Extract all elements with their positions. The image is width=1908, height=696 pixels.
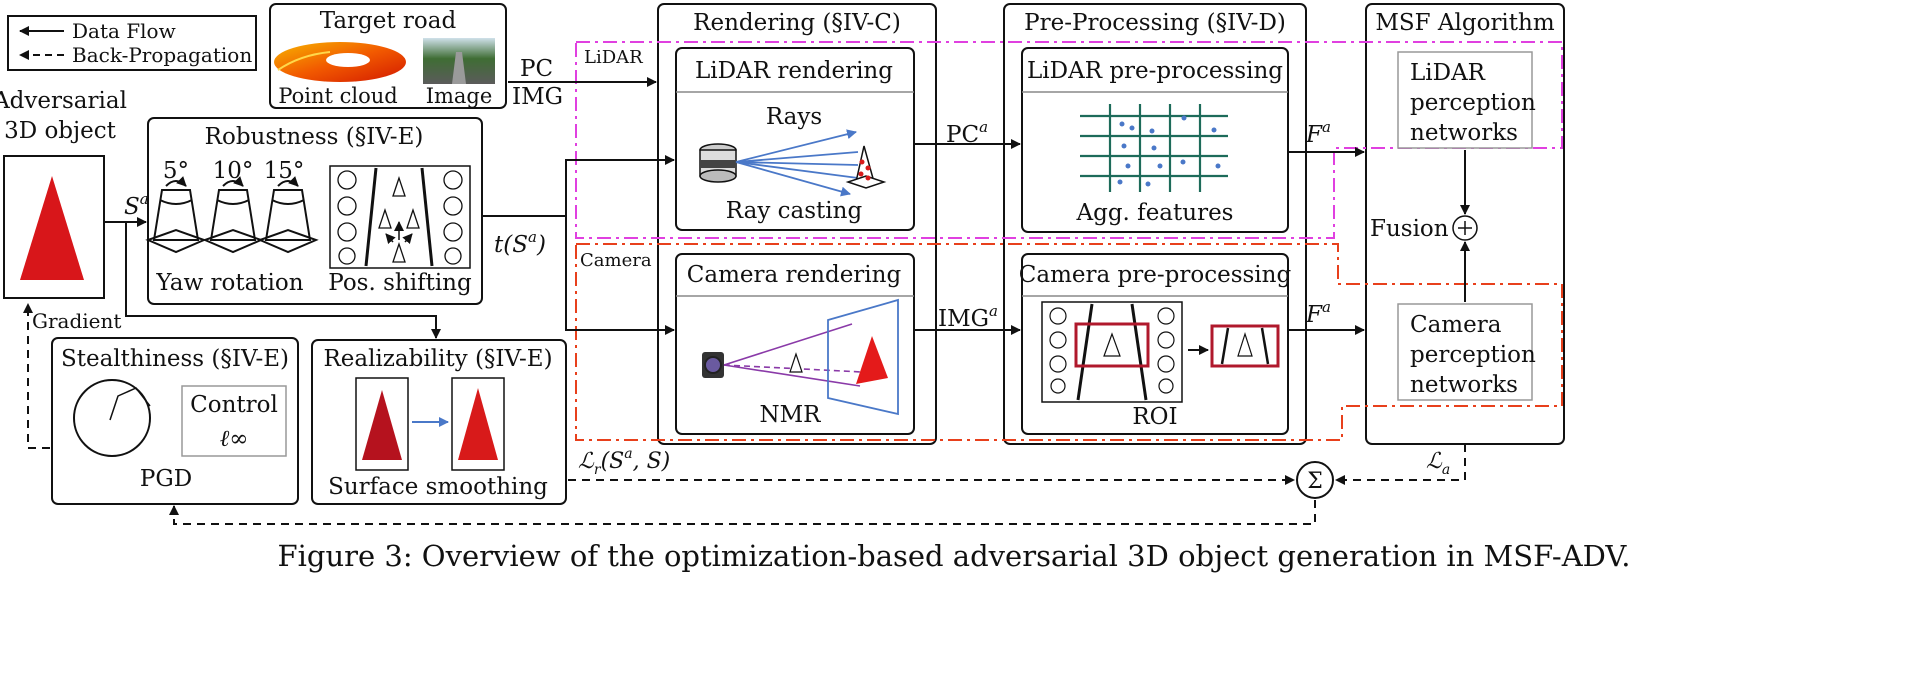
preprocessing-title: Pre-Processing (§IV-D): [1024, 10, 1286, 36]
legend-data-flow: Data Flow: [72, 19, 176, 43]
lidar-net-line1: LiDAR: [1410, 60, 1486, 86]
camera-preprocessing-title: Camera pre-processing: [1019, 262, 1292, 288]
lidar-rendering-box: LiDAR rendering Rays Ray casting: [675, 47, 915, 231]
sa-label: Sa: [124, 190, 149, 220]
adversarial-title-2: 3D object: [4, 118, 117, 144]
rough-cone-icon: [362, 390, 402, 460]
camera-branch-label: Camera: [580, 250, 652, 271]
lidar-cone-icon: [845, 145, 887, 189]
agg-features-label: Agg. features: [1076, 200, 1234, 226]
realizability-box: Realizability (§IV-E) Surface smoothing: [311, 339, 567, 505]
camera-perception-box: Camera perception networks: [1397, 303, 1536, 401]
pgd-label: PGD: [140, 466, 192, 492]
lr-label: ℒr(Sa, S): [578, 446, 670, 478]
legend: Data Flow Back-Propagation: [7, 15, 257, 71]
lidar-branch-outline: [575, 41, 1563, 239]
image-plane: [827, 298, 899, 416]
image-label: Image: [426, 84, 493, 108]
feature-grid: [1080, 104, 1228, 192]
la-label: ℒa: [1426, 449, 1450, 478]
pgd-steps: [109, 387, 151, 421]
lidar-sensor-icon: [699, 143, 737, 183]
camera-net-line3: networks: [1410, 372, 1518, 398]
tsa-label: t(Sa): [494, 228, 546, 258]
yaw-cones: [145, 176, 319, 254]
smooth-cone-icon: [458, 388, 498, 460]
lidar-branch-label: LiDAR: [584, 47, 643, 68]
back-propagation-arrows: [23, 303, 1466, 525]
gradient-label: Gradient: [32, 309, 121, 333]
roi-scene-icon: [1041, 301, 1183, 403]
rendering-title: Rendering (§IV-C): [693, 10, 901, 36]
fa-lidar-label: Fa: [1305, 118, 1331, 148]
pca-label: PCa: [946, 118, 988, 148]
lidar-net-line3: networks: [1410, 120, 1518, 146]
norm-label: ℓ∞: [220, 426, 249, 452]
lidar-preprocessing-title: LiDAR pre-processing: [1027, 58, 1283, 84]
legend-back-propagation: Back-Propagation: [72, 43, 252, 67]
control-label: Control: [190, 392, 278, 418]
nmr-label: NMR: [760, 402, 822, 428]
camera-preprocessing-box: Camera pre-processing ROI: [1019, 253, 1292, 435]
fusion-plus-icon: [1452, 215, 1478, 241]
msf-title: MSF Algorithm: [1375, 10, 1555, 36]
imga-label: IMGa: [938, 302, 998, 332]
angle-15: 15°: [264, 158, 305, 184]
fa-camera-label: Fa: [1305, 298, 1331, 328]
red-cone-icon: [20, 176, 84, 280]
adversarial-title-1: Adversarial: [0, 88, 127, 114]
angle-10: 10°: [213, 158, 254, 184]
adversarial-object-box: [3, 155, 105, 299]
pc-label: PC: [520, 56, 553, 82]
roi-crop-icon: [1210, 324, 1280, 368]
small-cone-icon: [789, 352, 803, 373]
rays-lines: [735, 129, 859, 197]
camera-icon: [702, 352, 724, 378]
pos-shifting-label: Pos. shifting: [328, 270, 472, 296]
roi-label: ROI: [1132, 404, 1177, 430]
nmr-frustum: [723, 323, 863, 387]
camera-rendering-title: Camera rendering: [687, 262, 902, 288]
svg-text:Σ: Σ: [1307, 469, 1323, 494]
target-road-title: Target road: [320, 8, 457, 34]
fusion-label: Fusion: [1370, 216, 1449, 242]
img-label: IMG: [512, 84, 563, 110]
target-road-box: Target road Point cloud Image: [269, 3, 507, 109]
camera-rendering-box: Camera rendering NMR: [675, 253, 915, 435]
realizability-title: Realizability (§IV-E): [323, 346, 552, 372]
position-shifting-icon: [329, 165, 471, 269]
lidar-net-line2: perception: [1410, 90, 1536, 116]
feature-points: [1117, 115, 1221, 187]
pgd-circle: [73, 379, 151, 457]
road-photo: [423, 38, 495, 84]
point-cloud-image: [274, 42, 406, 82]
camera-net-line2: perception: [1410, 342, 1536, 368]
robustness-box: Robustness (§IV-E) 5° 10° 15° Yaw rotati…: [145, 117, 483, 305]
rays-label: Rays: [766, 104, 822, 130]
stealthiness-title: Stealthiness (§IV-E): [61, 346, 289, 372]
lidar-perception-box: LiDAR perception networks: [1397, 51, 1536, 149]
point-cloud-label: Point cloud: [278, 84, 397, 108]
data-flow-arrows: [104, 77, 1365, 339]
sum-node-icon: Σ: [1296, 461, 1334, 499]
lidar-preprocessing-box: LiDAR pre-processing Agg. features: [1021, 47, 1289, 233]
robustness-title: Robustness (§IV-E): [205, 124, 424, 150]
stealthiness-box: Stealthiness (§IV-E) Control ℓ∞ PGD: [51, 337, 299, 505]
camera-net-line1: Camera: [1410, 312, 1502, 338]
projected-cone-icon: [856, 336, 888, 384]
figure-caption: Figure 3: Overview of the optimization-b…: [277, 539, 1630, 573]
yaw-rotation-label: Yaw rotation: [155, 270, 303, 296]
surface-smoothing-label: Surface smoothing: [328, 474, 548, 500]
camera-branch-outline: [575, 243, 1563, 441]
lidar-rendering-title: LiDAR rendering: [695, 58, 893, 84]
ray-casting-label: Ray casting: [726, 198, 863, 224]
